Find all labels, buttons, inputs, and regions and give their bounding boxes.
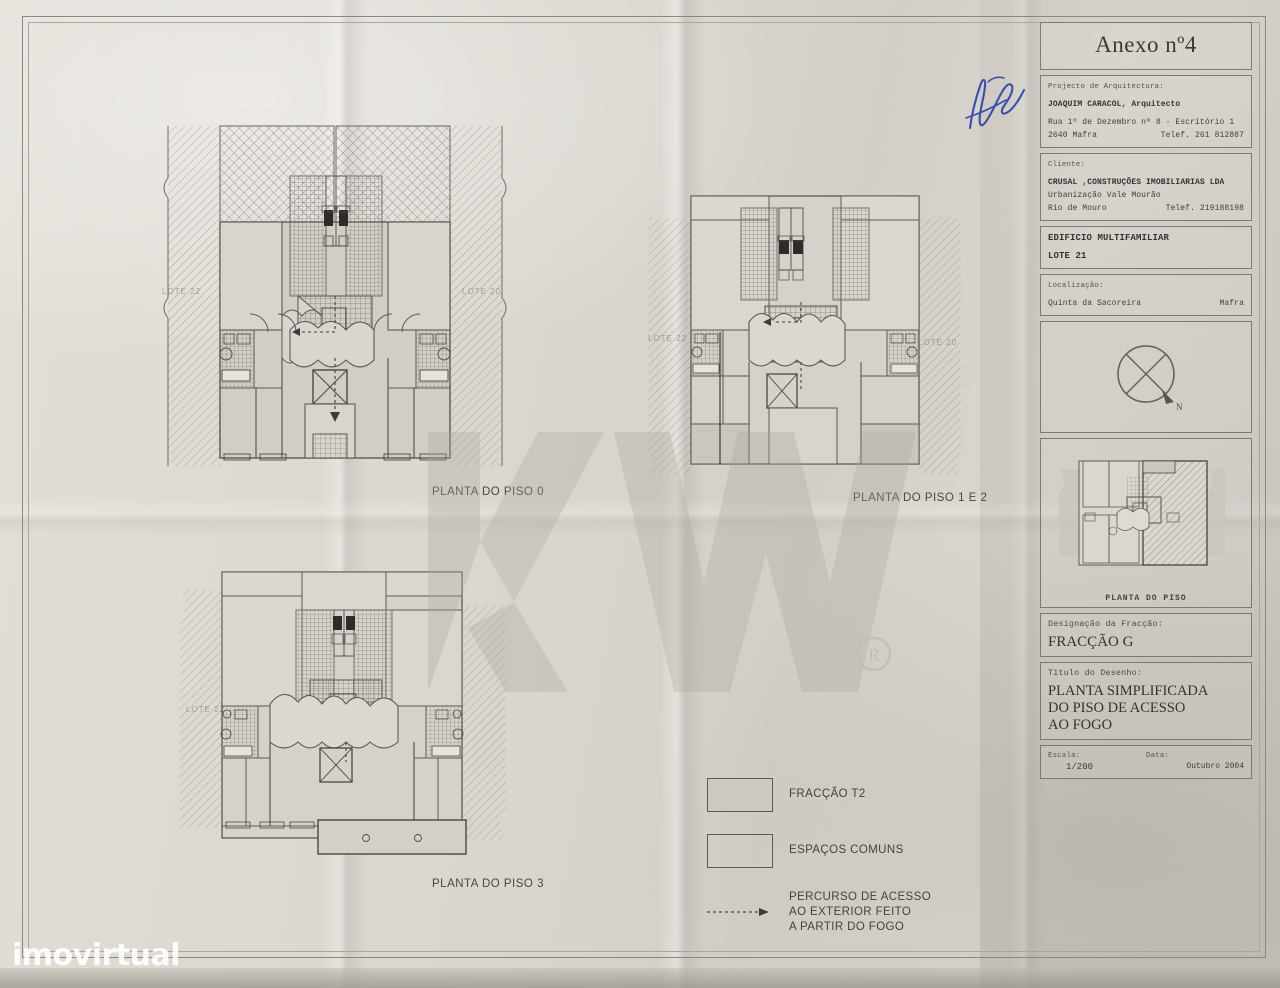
fraction-value: FRACÇÃO G (1048, 634, 1134, 650)
client-box: Cliente: CRUSAL ,CONSTRUÇÕES IMOBILIARIA… (1040, 153, 1252, 221)
fraction-box: Designação da Fracção: FRACÇÃO G (1040, 613, 1252, 657)
client-address-2: Rio de Mouro (1048, 204, 1107, 213)
title-block: Anexo nº4 Projecto de Arquitectura: JOAQ… (1040, 22, 1252, 784)
title-block-heading-box: Anexo nº4 (1040, 22, 1252, 70)
drawing-title-box: Titulo do Desenho: PLANTA SIMPLIFICADA D… (1040, 662, 1252, 740)
location-town: Mafra (1219, 299, 1244, 308)
photo-bottom-edge (0, 968, 1280, 988)
client-phone: Telef. 219188198 (1165, 204, 1244, 213)
compass-north-letter: N (1176, 402, 1183, 412)
floor-plan-piso-3-drawing (180, 571, 506, 855)
legend-item-espacos-comuns: ESPAÇOS COMUNS (707, 834, 931, 868)
drawing-title-line-3: AO FOGO (1048, 717, 1113, 733)
date-value: Outubro 2004 (1186, 762, 1244, 771)
architect-address-1: Rua 1º de Dezembro nº 8 - Escritório 1 (1048, 118, 1235, 127)
drawing-title-line-1: PLANTA SIMPLIFICADA (1048, 683, 1209, 699)
client-label: Cliente: (1048, 161, 1086, 169)
scale-label: Escala: (1048, 752, 1081, 760)
client-name: CRUSAL ,CONSTRUÇÕES IMOBILIARIAS LDA (1048, 178, 1225, 187)
north-compass-box: N (1040, 321, 1252, 433)
client-address-1: Urbanização Vale Mourão (1048, 191, 1161, 200)
legend-item-fraccao: FRACÇÃO T2 (707, 778, 931, 812)
legend-swatch-espacos-comuns (707, 834, 773, 868)
legend-percurso-line-1: PERCURSO DE ACESSO (789, 891, 932, 903)
legend-label-espacos-comuns: ESPAÇOS COMUNS (789, 844, 904, 856)
architect-box: Projecto de Arquitectura: JOAQUIM CARACO… (1040, 75, 1252, 148)
floor-plan-piso-3: PLANTA DO PISO 3 (178, 558, 543, 890)
floor-plan-piso-1-2-drawing (649, 195, 961, 474)
legend-label-percurso: PERCURSO DE ACESSO AO EXTERIOR FEITO A P… (789, 890, 931, 935)
architect-label: Projecto de Arquitectura: (1048, 83, 1164, 91)
architect-address-2: 2640 Mafra (1048, 131, 1098, 140)
scale-cell: Escala: 1/200 (1048, 750, 1146, 772)
plan-label-piso-0: PLANTA DO PISO 0 (432, 486, 544, 498)
sheet-border-inner (28, 22, 1260, 952)
plan-label-piso-1-2: PLANTA DO PISO 1 E 2 (853, 492, 988, 504)
legend-item-percurso: PERCURSO DE ACESSO AO EXTERIOR FEITO A P… (707, 890, 931, 935)
key-plan-caption: PLANTA DO PISO (1105, 594, 1187, 603)
legend: FRACÇÃO T2 ESPAÇOS COMUNS PERCURSO DE AC… (707, 778, 931, 957)
location-place: Quinta da Sacoreira (1048, 299, 1142, 308)
legend-percurso-line-3: A PARTIR DO FOGO (789, 921, 905, 933)
date-label: Data: (1146, 752, 1170, 760)
scale-date-box: Escala: 1/200 Data: Outubro 2004 (1040, 745, 1252, 779)
sheet-title: Anexo nº4 (1095, 32, 1197, 57)
sheet-border-outer (22, 16, 1266, 958)
legend-label-fraccao: FRACÇÃO T2 (789, 788, 866, 800)
legend-swatch-fraccao (707, 778, 773, 812)
floor-plan-piso-1-2: PLANTA DO PISO 1 E 2 (645, 182, 987, 504)
location-label: Localização: (1048, 282, 1104, 290)
date-cell: Data: Outubro 2004 (1146, 750, 1244, 772)
legend-dashed-arrow-icon (707, 890, 773, 922)
floor-plan-piso-0: PLANTA DO PISO 0 (150, 118, 543, 498)
location-box: Localização: Quinta da Sacoreira Mafra (1040, 274, 1252, 316)
key-plan-drawing (1059, 460, 1225, 566)
floor-plan-piso-0-drawing (163, 125, 507, 466)
scale-value: 1/200 (1066, 762, 1094, 772)
key-plan-box: PLANTA DO PISO (1040, 438, 1252, 608)
architect-phone: Telef. 261 812887 (1160, 131, 1244, 140)
drawing-title-line-2: DO PISO DE ACESSO (1048, 700, 1186, 716)
legend-percurso-line-2: AO EXTERIOR FEITO (789, 906, 912, 918)
building-lot: LOTE 21 (1048, 251, 1087, 261)
building-box: EDIFICIO MULTIFAMILIAR LOTE 21 (1040, 226, 1252, 269)
plan-label-piso-3: PLANTA DO PISO 3 (432, 878, 544, 890)
building-type: EDIFICIO MULTIFAMILIAR (1048, 233, 1170, 243)
compass-north-icon: N (1117, 345, 1183, 412)
architect-name: JOAQUIM CARACOL, Arquitecto (1048, 100, 1181, 109)
fraction-label: Designação da Fracção: (1048, 619, 1163, 629)
drawing-title-label: Titulo do Desenho: (1048, 668, 1143, 678)
